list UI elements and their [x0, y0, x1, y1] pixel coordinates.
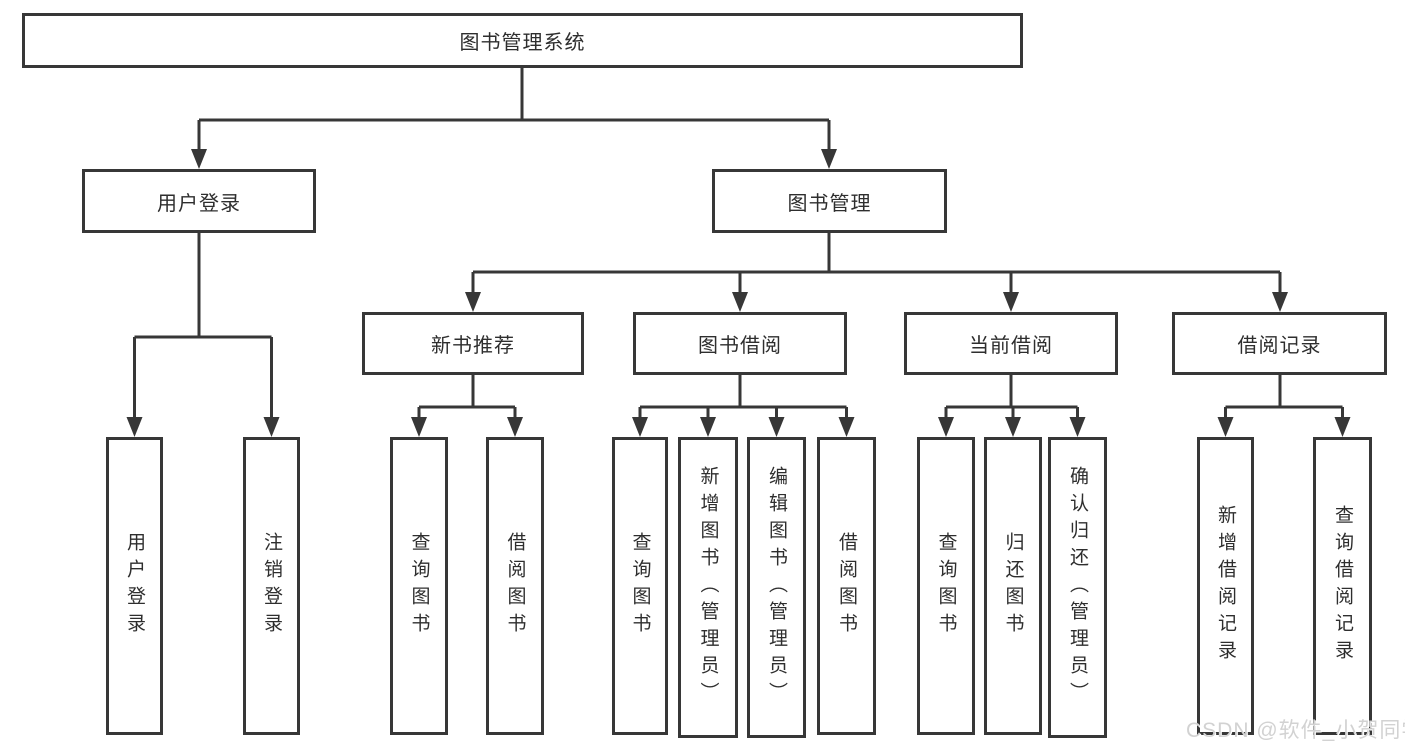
leaf-query-books-borrowing: 查询图书: [612, 437, 668, 735]
leaf-user-login: 用户登录: [106, 437, 163, 735]
csdn-watermark: CSDN @软件_小贺同学: [1186, 719, 1405, 742]
leaf-return-books: 归还图书: [984, 437, 1042, 735]
leaf-query-books-recommend: 查询图书: [390, 437, 448, 735]
node-book-management: 图书管理: [712, 169, 947, 233]
node-current-borrowing: 当前借阅: [904, 312, 1118, 375]
leaf-confirm-return-admin: 确认归还（管理员）: [1048, 437, 1107, 738]
leaf-query-borrow-record: 查询借阅记录: [1313, 437, 1372, 735]
node-book-borrowing: 图书借阅: [633, 312, 847, 375]
node-library-management-system: 图书管理系统: [22, 13, 1023, 68]
node-new-book-recommendation: 新书推荐: [362, 312, 584, 375]
leaf-borrow-books-recommend: 借阅图书: [486, 437, 544, 735]
node-user-login: 用户登录: [82, 169, 316, 233]
leaf-borrow-books-borrowing: 借阅图书: [817, 437, 876, 735]
leaf-add-book-admin: 新增图书（管理员）: [678, 437, 738, 738]
leaf-logout: 注销登录: [243, 437, 300, 735]
leaf-add-borrow-record: 新增借阅记录: [1197, 437, 1254, 735]
leaf-edit-book-admin: 编辑图书（管理员）: [747, 437, 806, 738]
node-borrowing-records: 借阅记录: [1172, 312, 1387, 375]
leaf-query-books-current: 查询图书: [917, 437, 975, 735]
